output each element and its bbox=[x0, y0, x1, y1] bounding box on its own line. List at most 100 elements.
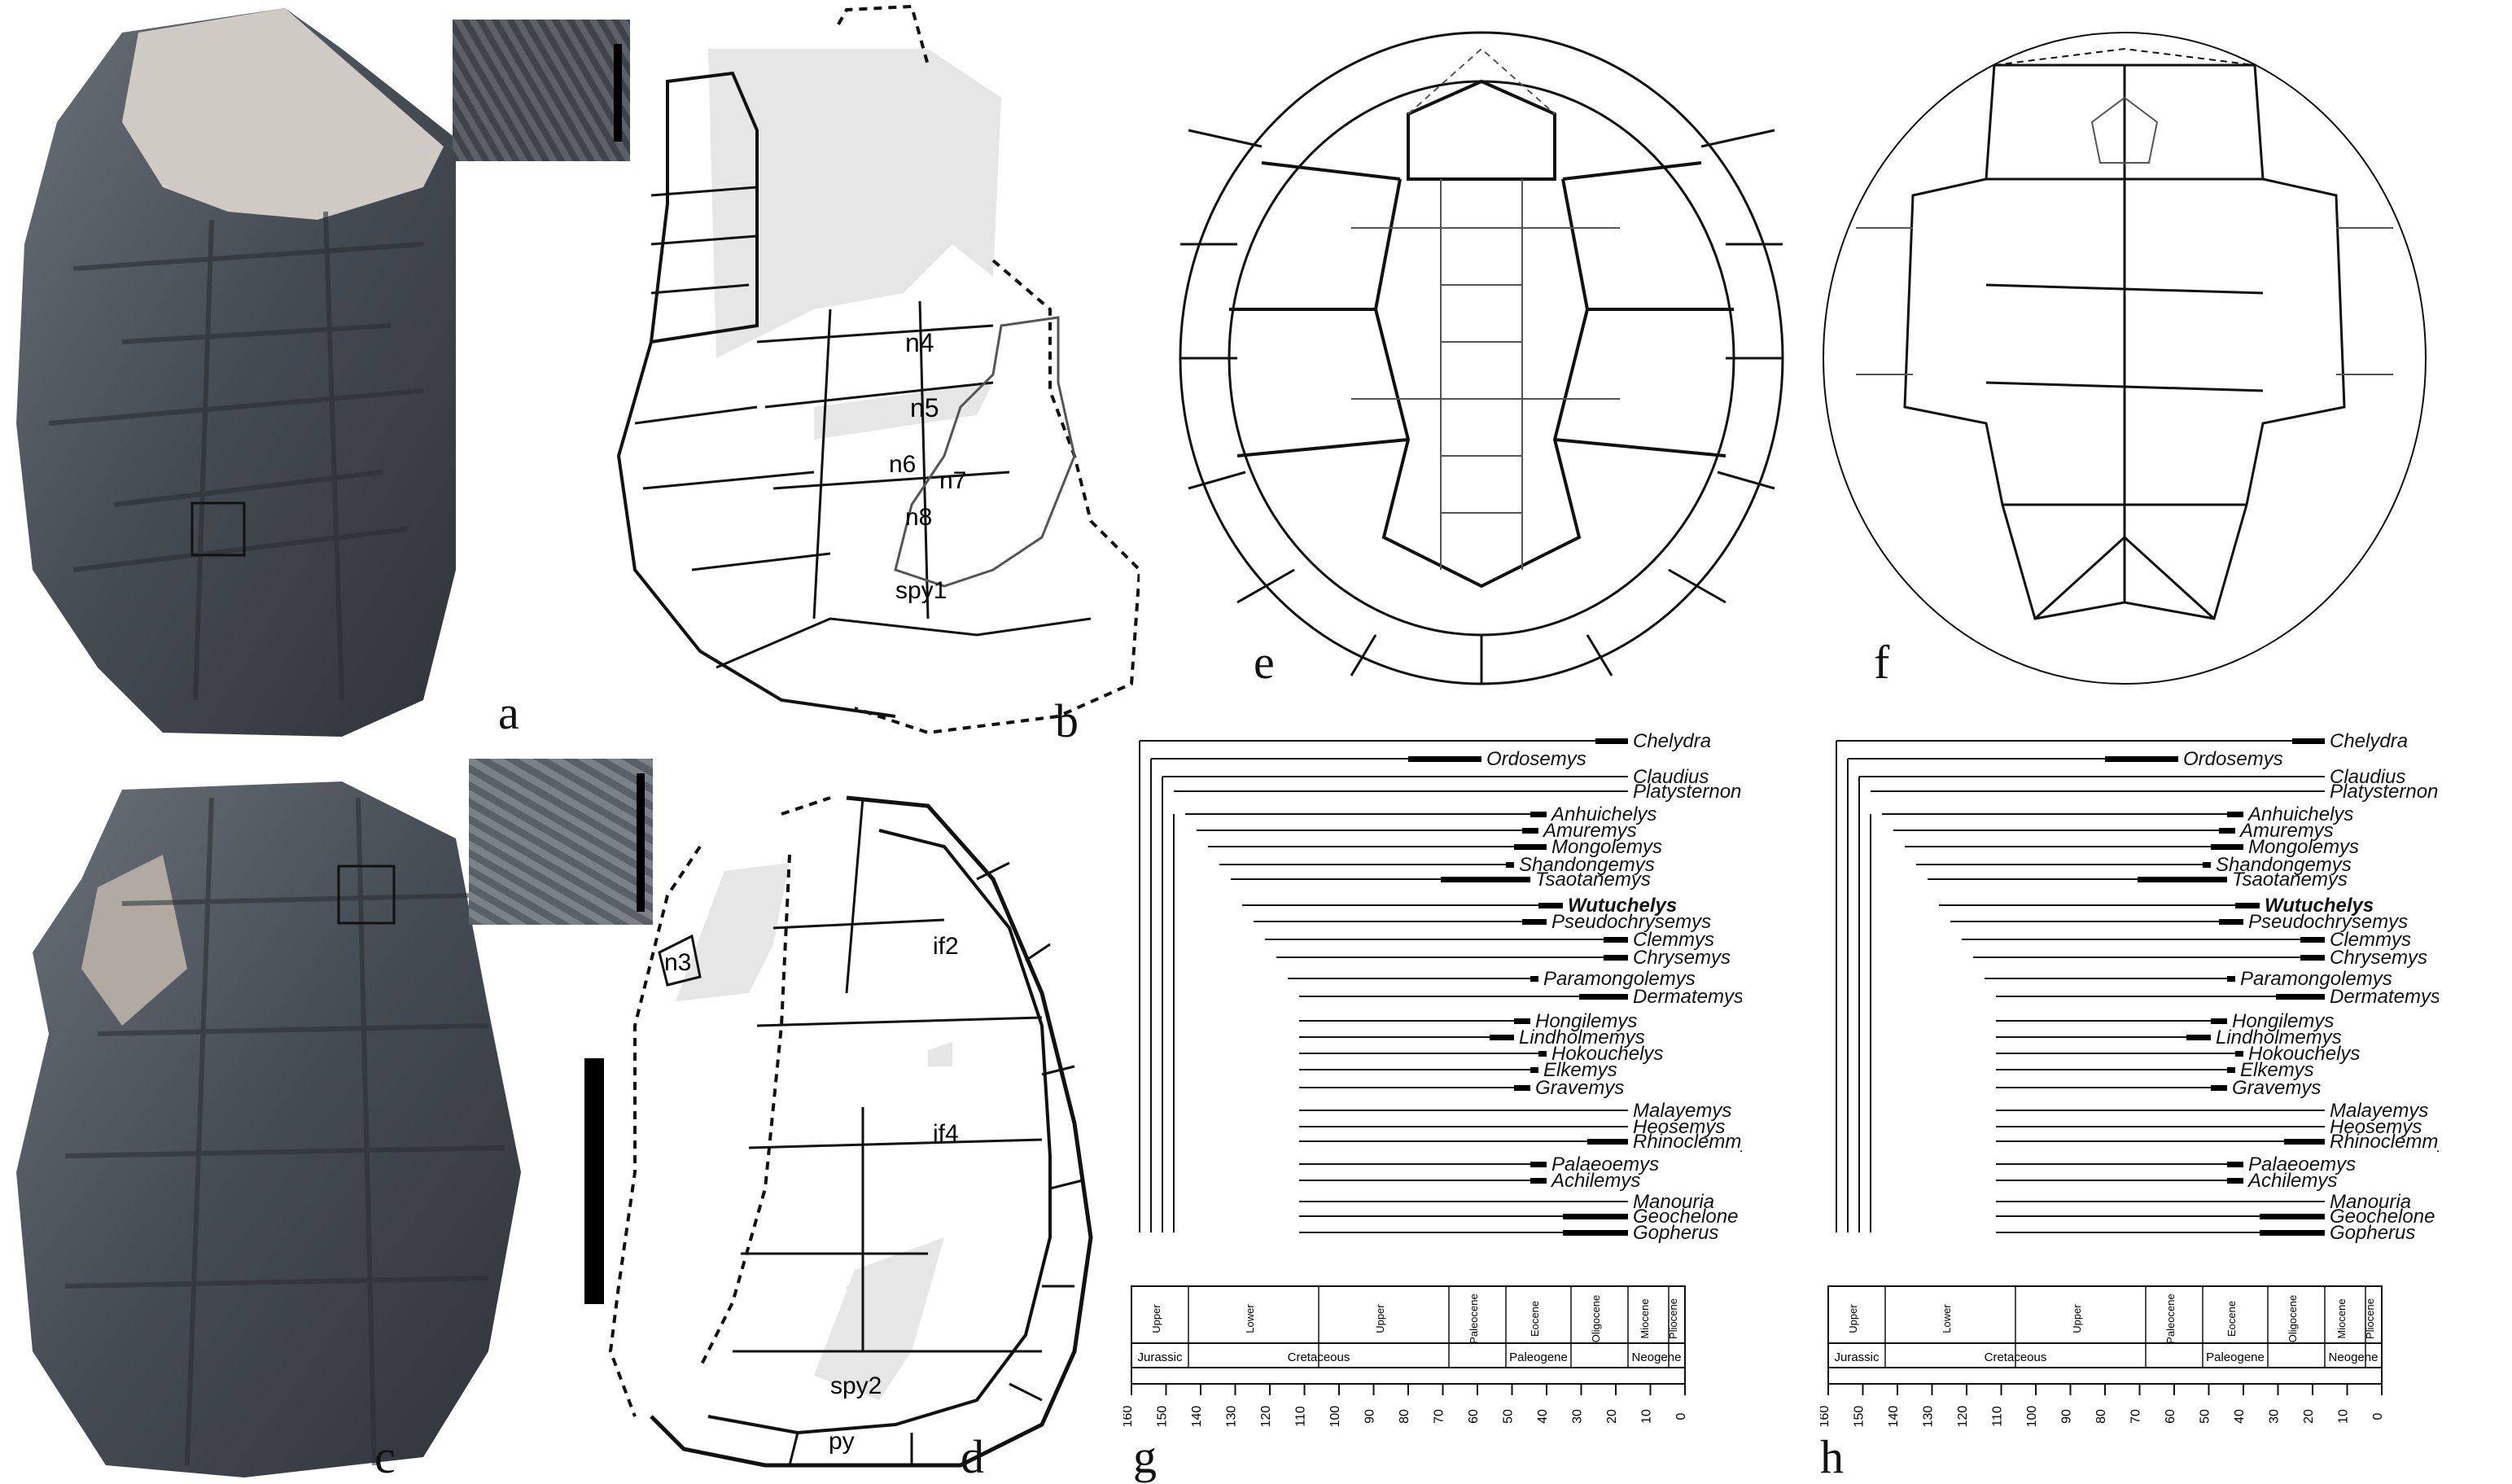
carapace-drawing-e bbox=[1179, 31, 1784, 685]
range-bar bbox=[1490, 1035, 1514, 1040]
label-n5: n5 bbox=[910, 393, 939, 422]
taxon-label: Gravemys bbox=[2232, 1077, 2321, 1099]
scale-tick-label: 10 bbox=[1640, 1409, 1654, 1424]
range-bar bbox=[1506, 862, 1514, 868]
taxon-label: Hokouchelys bbox=[1551, 1043, 1663, 1065]
range-bar bbox=[2211, 1085, 2227, 1091]
timescale-box bbox=[1131, 1285, 1686, 1385]
plastron-drawing-f bbox=[1823, 32, 2427, 685]
label-n3: n3 bbox=[664, 949, 691, 976]
range-bar bbox=[2219, 919, 2243, 925]
taxon-label: Heosemys bbox=[2330, 1116, 2422, 1138]
scale-tick-label: 90 bbox=[2060, 1409, 2074, 1424]
label-spy1: spy1 bbox=[895, 577, 947, 604]
range-bar bbox=[1563, 1214, 1628, 1219]
taxon-label: Manouria bbox=[1633, 1191, 1714, 1213]
scale-tick-label: 70 bbox=[1433, 1409, 1446, 1424]
range-bar bbox=[1538, 903, 1563, 908]
range-bar bbox=[1538, 1051, 1547, 1057]
fossil-photo-a bbox=[16, 8, 456, 737]
scale-tick-label: 10 bbox=[2337, 1409, 2351, 1424]
panel-label-f: f bbox=[1874, 636, 1890, 689]
period-label: Paleogene bbox=[1509, 1350, 1568, 1364]
taxon-label: Hongilemys bbox=[2232, 1010, 2334, 1032]
taxon-label: Achilemys bbox=[1550, 1170, 1640, 1192]
epoch-label: Upper bbox=[1374, 1304, 1386, 1333]
range-bar bbox=[1441, 877, 1530, 882]
epoch-label: Pliocene bbox=[2364, 1298, 2376, 1339]
scale-tick-label: 30 bbox=[2268, 1409, 2282, 1424]
taxon-label: Claudius bbox=[2330, 766, 2405, 788]
period-label: Jurassic bbox=[1834, 1350, 1880, 1364]
taxon-label: Tsaotanemys bbox=[1535, 869, 1651, 891]
taxon-label: Ordosemys bbox=[1486, 748, 1586, 770]
taxon-label: Chelydra bbox=[1633, 730, 1711, 752]
range-bar bbox=[2235, 903, 2260, 908]
taxon-label: Anhuichelys bbox=[1550, 803, 1656, 825]
range-bar bbox=[2260, 1214, 2325, 1219]
range-bar bbox=[2227, 976, 2235, 982]
range-bar bbox=[1563, 1230, 1628, 1236]
taxon-label: Amuremys bbox=[2238, 820, 2334, 842]
scale-tick-label: 80 bbox=[2094, 1409, 2108, 1424]
scale-tick-label: 130 bbox=[1225, 1406, 1239, 1428]
taxon-label: Dermatemys bbox=[1633, 986, 1742, 1008]
taxon-label: Claudius bbox=[1633, 766, 1709, 788]
range-bar bbox=[1587, 1139, 1628, 1145]
range-bar bbox=[2292, 738, 2325, 744]
range-bar bbox=[1522, 828, 1538, 834]
scale-tick-label: 60 bbox=[1467, 1409, 1481, 1424]
period-label: Neogene bbox=[2329, 1350, 2379, 1364]
scale-tick-label: 100 bbox=[2025, 1406, 2039, 1428]
range-bar bbox=[1530, 812, 1547, 817]
taxon-label: Gopherus bbox=[1633, 1222, 1718, 1244]
taxon-label: Paramongolemys bbox=[1543, 968, 1696, 990]
range-bar bbox=[1514, 1085, 1530, 1091]
timescale-box bbox=[1827, 1285, 2383, 1385]
taxon-label: Palaeoemys bbox=[1551, 1153, 1659, 1175]
taxon-label: Clemmys bbox=[2330, 929, 2411, 951]
epoch-label: Upper bbox=[2071, 1304, 2083, 1333]
tree-backbone bbox=[1139, 741, 1175, 1232]
range-bar bbox=[1522, 919, 1547, 925]
phylogeny-tree-g: ChelydraOrdosemysClaudiusPlatysternonAnh… bbox=[1123, 730, 1742, 1428]
scale-bar bbox=[584, 1058, 604, 1304]
tree-backbone bbox=[1836, 741, 1871, 1232]
range-bar bbox=[2211, 1018, 2227, 1024]
taxon-label: Lindholmemys bbox=[2216, 1027, 2342, 1048]
label-if4: if4 bbox=[933, 1120, 959, 1147]
scale-tick-label: 50 bbox=[2199, 1409, 2212, 1424]
taxon-label: Hokouchelys bbox=[2248, 1043, 2360, 1065]
scale-tick-label: 50 bbox=[1502, 1409, 1516, 1424]
epoch-label: Eocene bbox=[2225, 1301, 2238, 1337]
taxon-label: Hongilemys bbox=[1535, 1010, 1637, 1032]
range-bar bbox=[2227, 1162, 2243, 1167]
taxon-label: Gopherus bbox=[2330, 1222, 2415, 1244]
taxon-label: Wutuchelys bbox=[1568, 895, 1677, 917]
scale-tick-label: 150 bbox=[1853, 1406, 1866, 1428]
texture-inset-c bbox=[469, 759, 653, 925]
period-label: Neogene bbox=[1632, 1350, 1682, 1364]
period-label: Paleogene bbox=[2206, 1350, 2265, 1364]
taxon-label: Ordosemys bbox=[2183, 748, 2283, 770]
period-label: Cretaceous bbox=[1288, 1350, 1350, 1364]
texture-inset-a bbox=[453, 20, 630, 161]
epoch-label: Oligocene bbox=[1590, 1295, 1602, 1343]
range-bar bbox=[2186, 1035, 2211, 1040]
taxon-label: Palaeoemys bbox=[2248, 1153, 2356, 1175]
panel-label-d: d bbox=[961, 1430, 984, 1483]
scale-tick-label: 30 bbox=[1571, 1409, 1585, 1424]
range-bar bbox=[2105, 756, 2178, 762]
taxon-label: Paramongolemys bbox=[2240, 968, 2392, 990]
scale-tick-label: 0 bbox=[1674, 1412, 1688, 1420]
taxon-label: Lindholmemys bbox=[1519, 1027, 1645, 1048]
range-bar bbox=[2300, 937, 2325, 943]
epoch-label: Eocene bbox=[1529, 1301, 1541, 1337]
taxon-label: Elkemys bbox=[1543, 1059, 1617, 1081]
range-bar bbox=[2227, 1067, 2235, 1073]
taxon-label: Anhuichelys bbox=[2247, 803, 2353, 825]
range-bar bbox=[1530, 1178, 1547, 1184]
range-bar bbox=[2235, 1051, 2243, 1057]
taxon-label: Elkemys bbox=[2240, 1059, 2314, 1081]
panel-label-e: e bbox=[1254, 636, 1275, 689]
